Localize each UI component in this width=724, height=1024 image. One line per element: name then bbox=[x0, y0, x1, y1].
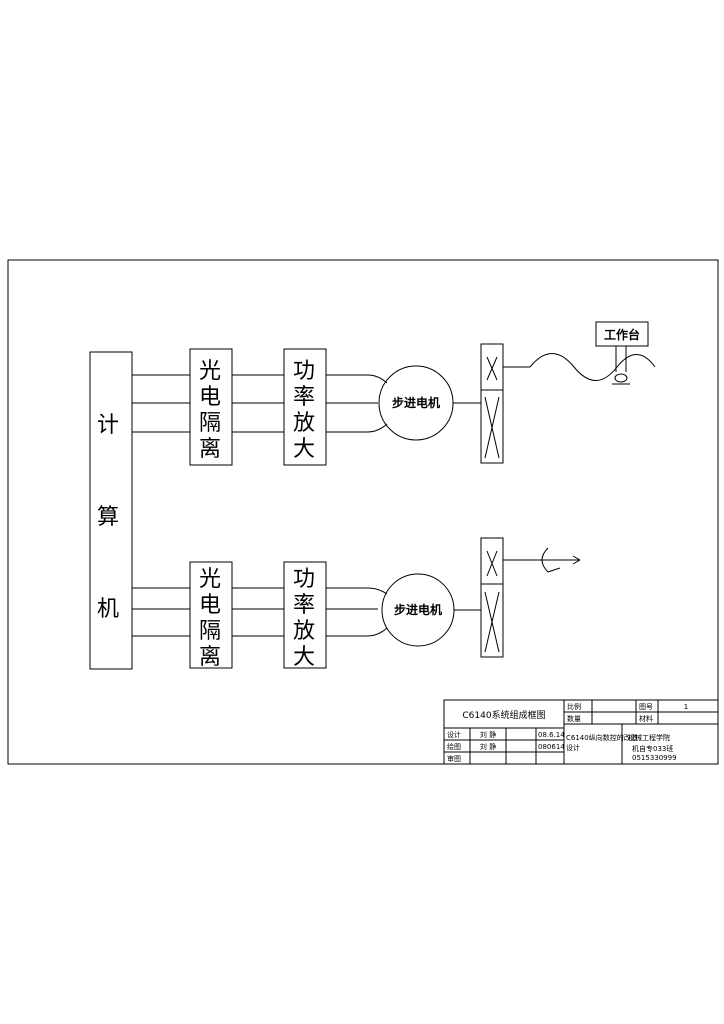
drawing-title: C6140系统组成框图 bbox=[462, 709, 545, 721]
designer-name: 刘 静 bbox=[480, 730, 496, 739]
upper-wire-7 bbox=[326, 374, 388, 384]
project-line-2: 设计 bbox=[566, 743, 580, 752]
computer-char-2: 算 bbox=[97, 505, 119, 530]
lower-amp-char-4: 大 bbox=[293, 645, 315, 670]
upper-iso-char-4: 离 bbox=[199, 437, 221, 462]
nut-symbol bbox=[614, 373, 628, 383]
school-name: 机械工程学院 bbox=[628, 733, 670, 742]
lower-iso-char-4: 离 bbox=[199, 645, 221, 670]
title-block bbox=[443, 699, 719, 765]
upper-amplifier-label: 功 率 放 大 bbox=[293, 359, 315, 462]
student-number: 0515330999 bbox=[632, 754, 677, 762]
computer-label: 计 算 机 bbox=[97, 413, 119, 622]
computer-block bbox=[89, 351, 133, 670]
design-label: 设计 bbox=[447, 730, 461, 739]
lower-coupling bbox=[480, 537, 504, 658]
upper-amp-char-4: 大 bbox=[293, 437, 315, 462]
lower-wire-7 bbox=[326, 587, 388, 595]
material-label: 材料 bbox=[639, 714, 653, 723]
upper-amp-char-1: 功 bbox=[293, 359, 315, 384]
lower-motor-label: 步进电机 bbox=[394, 602, 442, 617]
lower-amp-char-2: 率 bbox=[293, 593, 315, 618]
lower-amp-char-1: 功 bbox=[293, 567, 315, 592]
lower-iso-char-2: 电 bbox=[199, 593, 221, 618]
drawing-no-value: 1 bbox=[684, 703, 688, 711]
lower-isolation-label: 光 电 隔 离 bbox=[199, 567, 221, 670]
rotation-arrow bbox=[541, 547, 549, 573]
scale-label: 比例 bbox=[567, 702, 581, 711]
upper-iso-char-3: 隔 bbox=[199, 411, 221, 436]
computer-char-1: 计 bbox=[97, 413, 119, 438]
upper-motor-label: 步进电机 bbox=[392, 395, 440, 410]
computer-char-3: 机 bbox=[97, 597, 119, 622]
class-name: 机自专033班 bbox=[632, 744, 673, 753]
upper-iso-char-2: 电 bbox=[199, 385, 221, 410]
project-line-1: C6140纵向数控的改造 bbox=[566, 733, 638, 742]
lower-wire-9 bbox=[326, 627, 388, 637]
worktable-label: 工作台 bbox=[604, 327, 640, 342]
upper-amp-char-3: 放 bbox=[293, 411, 315, 436]
sheet-border bbox=[7, 259, 719, 765]
upper-amp-char-2: 率 bbox=[293, 385, 315, 410]
lower-isolation-block bbox=[189, 561, 233, 669]
lead-screw-wave bbox=[529, 353, 656, 381]
worktable-block bbox=[595, 321, 649, 347]
lower-iso-char-3: 隔 bbox=[199, 619, 221, 644]
lower-amplifier-label: 功 率 放 大 bbox=[293, 567, 315, 670]
design-date: 08.6.14 bbox=[538, 731, 565, 739]
quantity-label: 数量 bbox=[567, 714, 581, 723]
lower-amp-char-3: 放 bbox=[293, 619, 315, 644]
upper-iso-char-1: 光 bbox=[199, 359, 221, 384]
drawing-no-label: 图号 bbox=[639, 703, 653, 711]
draw-label: 绘图 bbox=[447, 742, 461, 751]
upper-coupling bbox=[480, 343, 504, 464]
drafter-name: 刘 静 bbox=[480, 742, 496, 751]
upper-isolation-block bbox=[189, 348, 233, 466]
upper-amplifier-block bbox=[283, 348, 327, 466]
lower-iso-char-1: 光 bbox=[199, 567, 221, 592]
draw-date: 080614 bbox=[538, 743, 565, 751]
lower-amplifier-block bbox=[283, 561, 327, 669]
upper-isolation-label: 光 电 隔 离 bbox=[199, 359, 221, 462]
review-label: 审图 bbox=[447, 754, 461, 763]
upper-wire-9 bbox=[326, 423, 388, 433]
